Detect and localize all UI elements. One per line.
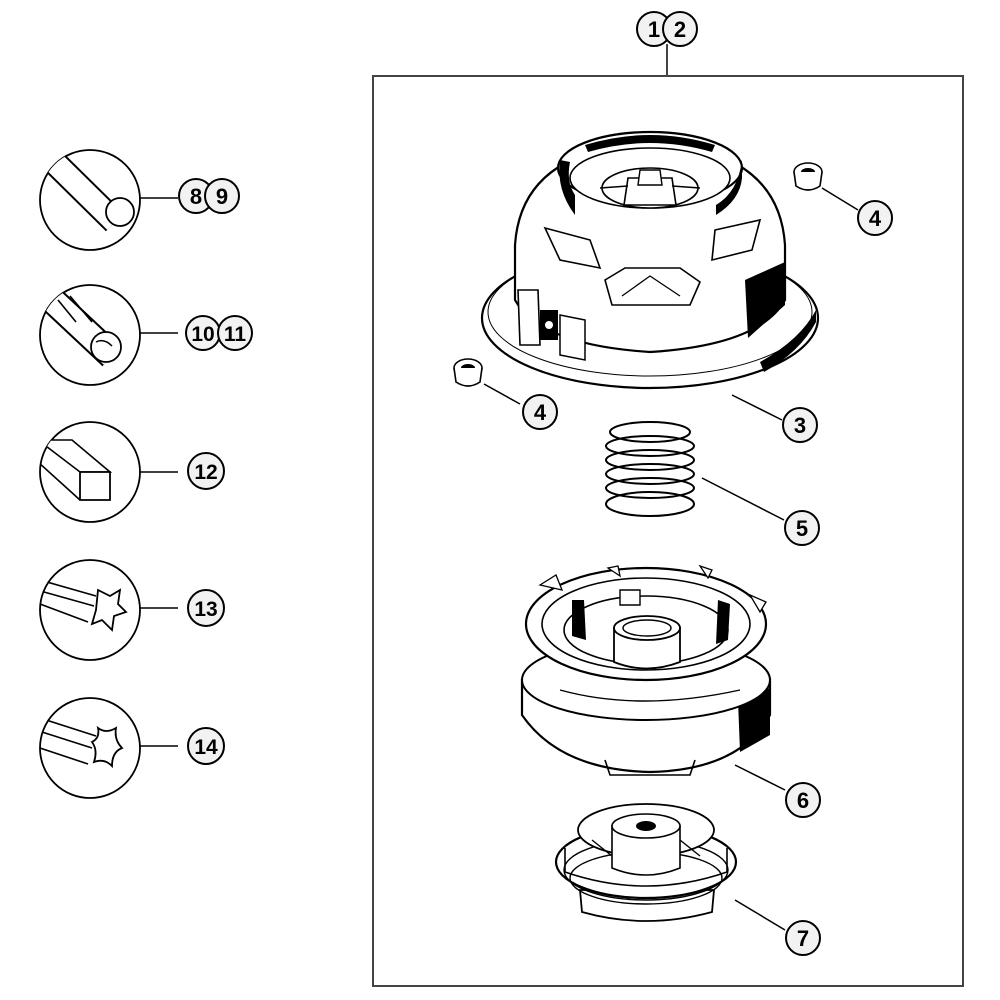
svg-text:1: 1 — [648, 17, 660, 42]
svg-text:9: 9 — [216, 184, 228, 209]
callout-5: 5 — [784, 510, 820, 546]
callout-2: 2 — [662, 11, 698, 47]
svg-text:3: 3 — [794, 413, 806, 438]
spring-icon — [605, 421, 785, 521]
svg-text:6: 6 — [797, 788, 809, 813]
callout-12: 12 — [187, 452, 225, 490]
trimmer-head-housing-icon — [480, 130, 820, 390]
spool-icon — [520, 564, 786, 791]
callout-14: 14 — [187, 727, 225, 765]
round-trimmer-line-icon — [39, 149, 178, 251]
callout-9: 9 — [204, 178, 240, 214]
eyelet-icon — [793, 162, 859, 211]
callout-8: 8 — [178, 178, 214, 214]
square-trimmer-line-icon — [39, 421, 178, 523]
svg-text:2: 2 — [674, 17, 686, 42]
cross-trimmer-line-icon — [39, 697, 178, 799]
callout-4-left: 4 — [522, 394, 558, 430]
callout-7: 7 — [785, 920, 821, 956]
eyelet-icon — [453, 358, 521, 405]
star-trimmer-line-icon — [39, 559, 178, 661]
twisted-trimmer-line-icon — [39, 284, 178, 386]
svg-text:4: 4 — [534, 400, 547, 425]
svg-text:12: 12 — [194, 461, 217, 484]
callout-3: 3 — [782, 407, 818, 443]
svg-text:7: 7 — [797, 926, 809, 951]
svg-text:5: 5 — [796, 516, 808, 541]
callout-10: 10 — [185, 315, 221, 351]
svg-text:10: 10 — [191, 323, 214, 346]
svg-text:14: 14 — [194, 736, 218, 759]
callout-4-top: 4 — [857, 200, 893, 236]
leader-3 — [731, 394, 783, 421]
callout-13: 13 — [187, 589, 225, 627]
bump-knob-icon — [554, 803, 786, 931]
callout-6: 6 — [785, 782, 821, 818]
svg-text:4: 4 — [869, 206, 882, 231]
svg-text:8: 8 — [190, 184, 202, 209]
svg-text:11: 11 — [224, 323, 247, 346]
svg-text:13: 13 — [194, 598, 217, 621]
callout-11: 11 — [217, 315, 253, 351]
